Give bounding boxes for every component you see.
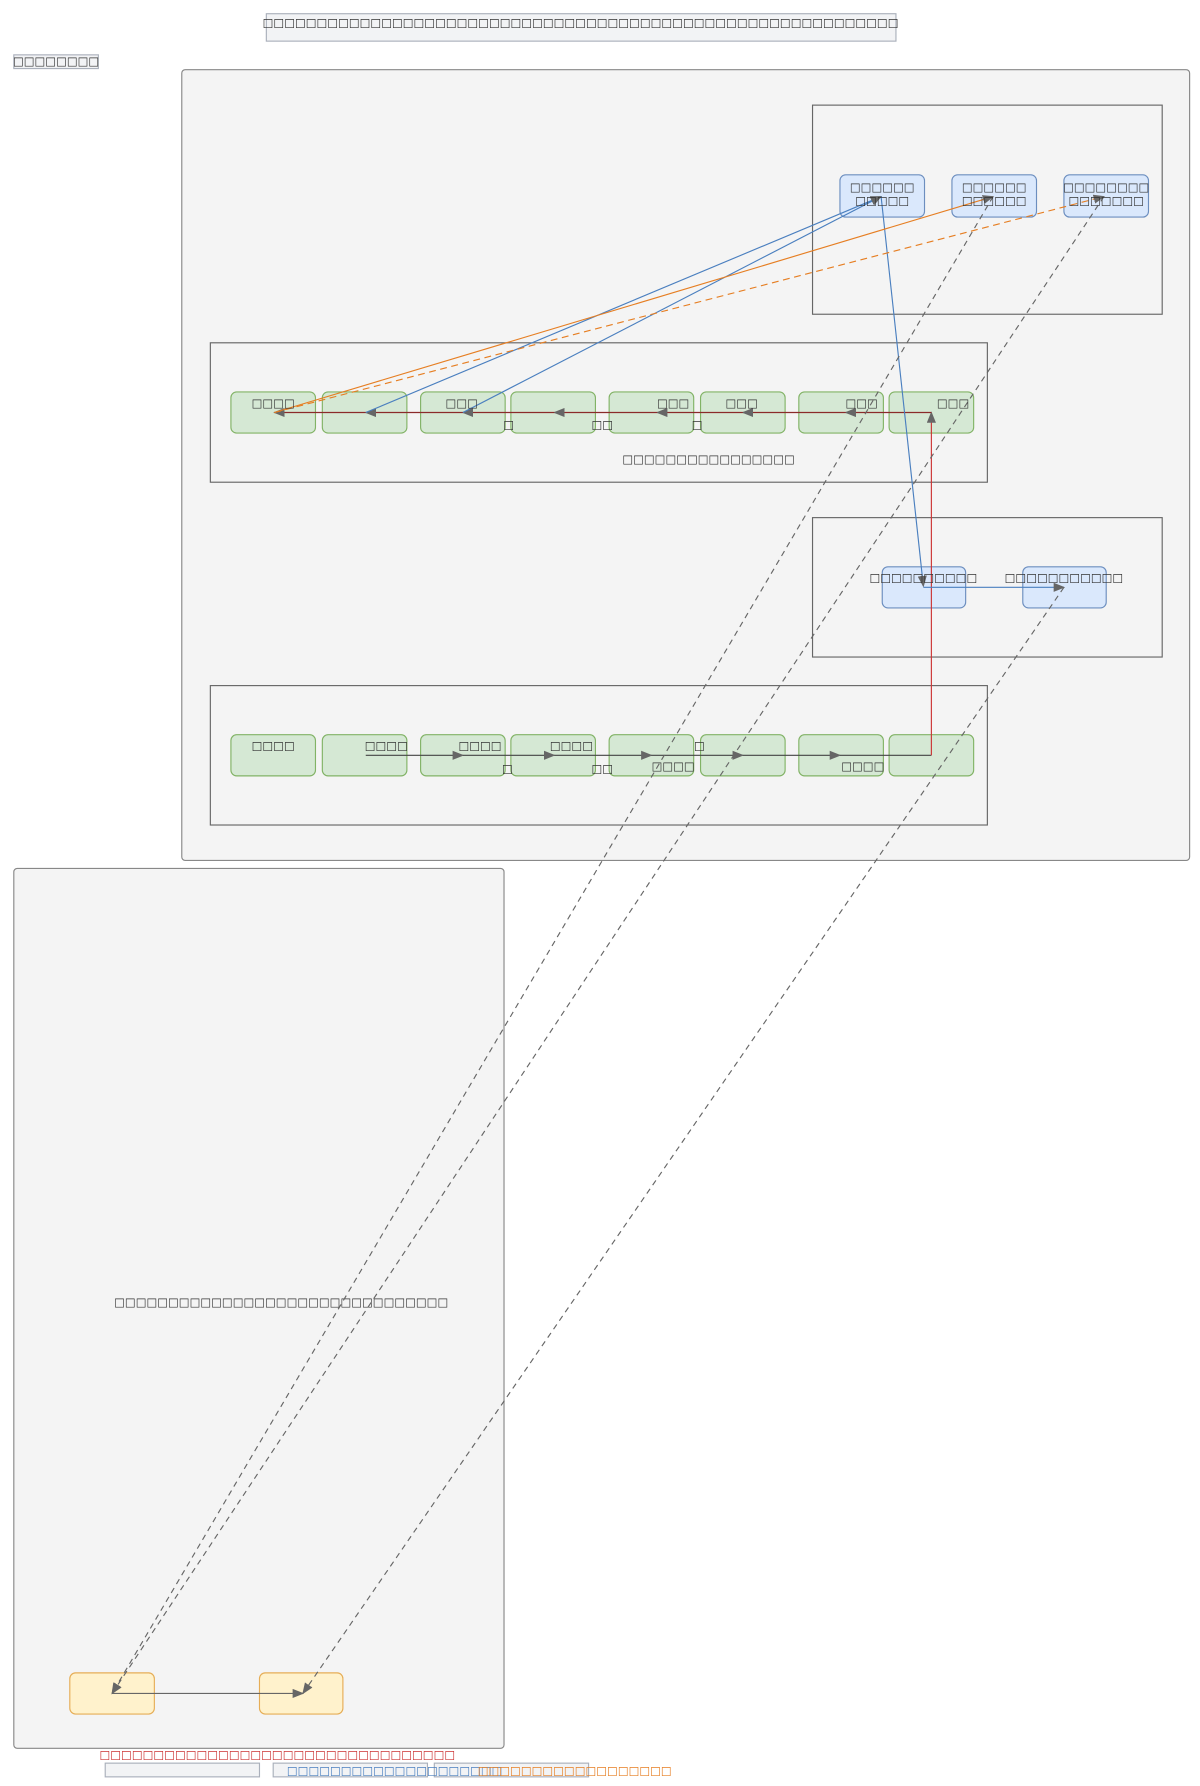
upper-chain-label: □□□□□□□□□□□□□□□□ [622,452,794,466]
edge-dashed [111,196,1105,1695]
edge-label: □ [692,418,703,432]
node-labels: □□□□□□□□□□□ □□□□□□□□□□□□ □□□□□□□□□□□□□□□… [252,180,1150,776]
node-label: □□□□□□□□□□□ [1005,571,1124,585]
node-label-line: □□□□□□ [962,180,1027,194]
edge-label: □ [694,739,705,753]
bottom-group-label: □□□□□□□□□□□□□□□□□□□□□□□□□□□□□□□ [114,1295,448,1309]
top-node-2[interactable] [951,174,1038,218]
node-label: □□□ [937,396,969,410]
title-text: □□□□□□□□□□□□□□□□□□□□□□□□□□□□□□□□□□□□□□□□… [263,15,899,29]
edge-label: □□ [592,761,614,775]
edge-orange-dashed [274,194,1106,414]
edge-orange [274,195,995,414]
node-label-line: □□□□□□□□ [1063,180,1149,194]
legend: □□□□□□□□□□□□□□□□□□□□□□□□□□□□□□□□□ □□□□□□… [100,1748,672,1778]
node-label: □□□□ [252,739,295,753]
node-label-line: □□□□□□ [962,194,1027,208]
node-label: □□□ [726,396,758,410]
edge-label: □□ [592,418,614,432]
edge-blue [880,196,927,588]
node-label: □□□□ [458,739,501,753]
node-label: □□□□ [550,739,593,753]
corner-note: □□□□□□□□ [13,54,99,70]
edge-label: □ [503,418,514,432]
node-label: □□□□□□□□□□□ [850,180,915,208]
legend-blue-text: □□□□□□□□□□□□□□□□□□□□ [287,1764,503,1778]
node-label: □□□□ [365,739,408,753]
diagram-title: □□□□□□□□□□□□□□□□□□□□□□□□□□□□□□□□□□□□□□□□… [263,13,899,42]
bottom-container [13,867,505,1749]
node-label: □□□ [846,396,878,410]
legend-red-text: □□□□□□□□□□□□□□□□□□□□□□□□□□□□□□□□□ [100,1748,456,1762]
node-label: □□□□□□□□□□ [869,571,977,585]
node-label-line: □□□□□ [855,194,909,208]
edge-dashed [111,196,994,1695]
edge-blue [365,196,883,414]
node-label: □□□□ [841,759,884,773]
node-label: □□□ [657,396,689,410]
node-label-line: □□□□□□ [850,180,915,194]
legend-box-blue [272,1762,429,1778]
edges [111,194,1106,1699]
edge-blue [462,196,883,414]
node-label: □□□□ [252,396,295,410]
legend-orange-text: □□□□□□□□□□□□□□□□□□ [478,1764,672,1778]
edge-label: □ [502,761,513,775]
node-label: □□□□□□□□□□□□□□□ [1063,180,1149,208]
edge-dashed [302,587,1065,1695]
node-label: □□□□ [652,759,695,773]
node-label: □□□ [446,396,478,410]
lower-node-1[interactable] [230,734,317,777]
node-label: □□□□□□□□□□□□ [962,180,1027,208]
svg-text:□□□□□□□□: □□□□□□□□ [13,54,99,68]
legend-box-orange [433,1762,590,1778]
legend-box-red [104,1762,261,1778]
node-label-line: □□□□□□□ [1068,194,1143,208]
top-node-3[interactable] [1063,174,1150,218]
